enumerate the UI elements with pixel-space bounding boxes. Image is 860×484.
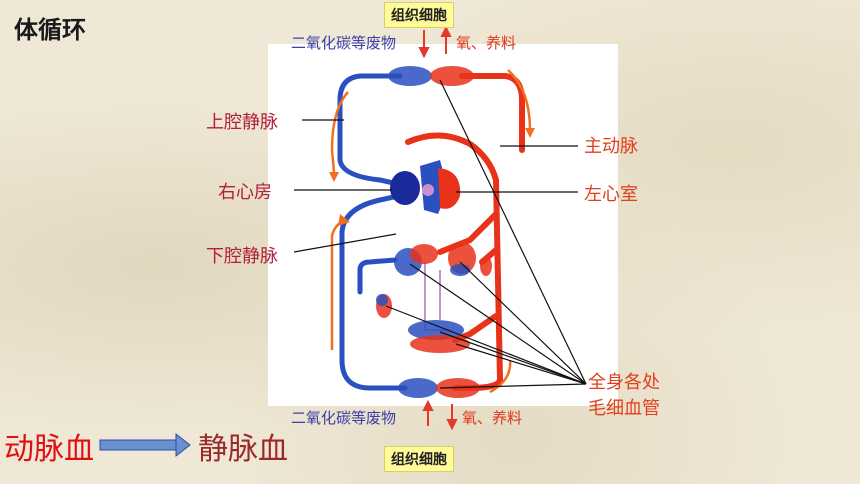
right-atrium-label: 右心房 — [218, 182, 272, 203]
oxygen-nutrients-top-label: 氧、养料 — [456, 34, 517, 52]
heart-valve — [422, 184, 434, 196]
leader-capillaries — [385, 79, 587, 389]
leader-lines — [293, 79, 587, 389]
oxygen-nutrients-bottom-label: 氧、养料 — [462, 409, 523, 427]
conversion-arrow — [99, 432, 191, 458]
left-ventricle-label: 左心室 — [584, 184, 638, 205]
flow-arrow-lower-right — [489, 359, 512, 394]
inferior-vena-cava-label: 下腔静脉 — [206, 246, 278, 267]
capillary-bed-kidney — [448, 242, 492, 276]
capillaries-label-line2: 毛细血管 — [588, 398, 660, 419]
tissue-cells-bottom-label: 组织细胞 — [384, 446, 454, 472]
arrowhead-2 — [525, 128, 535, 138]
flow-arrow-upper-right — [507, 69, 532, 131]
exchange-arrows — [418, 25, 458, 431]
tissue-cells-top-label: 组织细胞 — [384, 2, 454, 28]
mid-venous-branch — [357, 257, 398, 295]
arterial-blood-label: 动脉血 — [4, 432, 94, 467]
venous-blood-label: 静脉血 — [198, 432, 288, 467]
flow-arrow-upper-left — [330, 91, 349, 173]
left-ventricle-shape — [438, 168, 461, 209]
leader-inferior-vena-cava — [293, 233, 397, 253]
arrowhead-3 — [338, 214, 350, 226]
capillary-bed-upper-mid — [394, 244, 438, 276]
capillaries-label-line1: 全身各处 — [588, 372, 660, 393]
venous-vessels — [337, 73, 408, 391]
heart — [390, 160, 461, 214]
aorta-branch-1 — [437, 211, 499, 255]
inferior-vena-cava-vessel — [339, 193, 408, 391]
aorta-label: 主动脉 — [584, 136, 638, 157]
capillary-bed-left-mid — [376, 294, 392, 318]
superior-vena-cava-label: 上腔静脉 — [206, 112, 278, 133]
superior-vena-cava-vessel — [337, 73, 403, 187]
right-atrium-shape — [390, 171, 420, 205]
arrowhead-1 — [329, 172, 339, 182]
co2-waste-bottom-label: 二氧化碳等废物 — [291, 409, 397, 427]
co2-waste-top-label: 二氧化碳等废物 — [291, 34, 397, 52]
page-title: 体循环 — [14, 16, 86, 44]
